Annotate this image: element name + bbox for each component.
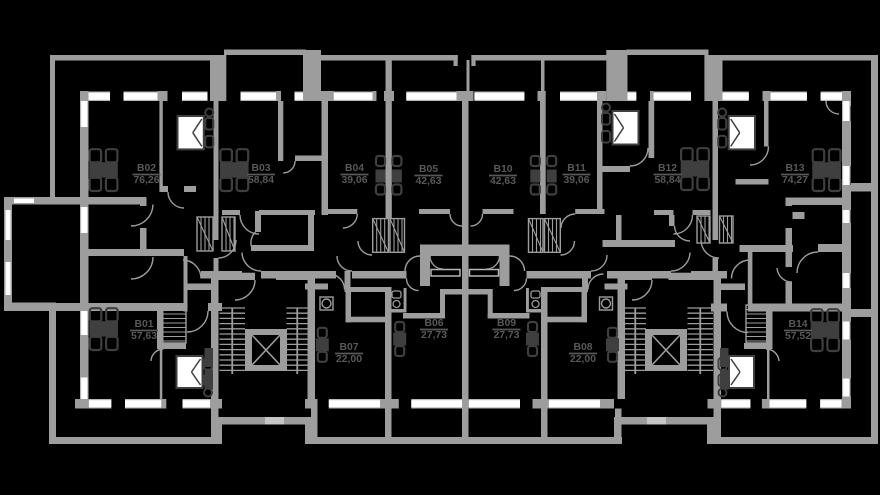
svg-text:B14: B14 [788, 319, 807, 330]
svg-text:74,27: 74,27 [782, 175, 808, 186]
svg-text:B03: B03 [251, 163, 270, 174]
svg-text:B09: B09 [497, 318, 516, 329]
svg-text:27,73: 27,73 [421, 330, 447, 341]
svg-text:B05: B05 [419, 164, 438, 175]
svg-text:39,06: 39,06 [563, 175, 589, 186]
svg-text:42,63: 42,63 [490, 176, 516, 187]
svg-text:B06: B06 [424, 318, 443, 329]
svg-text:58,84: 58,84 [248, 175, 274, 186]
svg-text:B10: B10 [493, 164, 512, 175]
svg-text:39,06: 39,06 [341, 175, 367, 186]
svg-text:22,00: 22,00 [570, 354, 596, 365]
svg-text:22,00: 22,00 [336, 354, 362, 365]
svg-text:B11: B11 [567, 163, 586, 174]
svg-text:76,26: 76,26 [133, 175, 159, 186]
svg-text:B04: B04 [345, 163, 364, 174]
svg-text:27,73: 27,73 [493, 330, 519, 341]
svg-text:42,63: 42,63 [415, 176, 441, 187]
svg-text:57,63: 57,63 [131, 331, 157, 342]
svg-text:B01: B01 [134, 319, 153, 330]
svg-text:B13: B13 [785, 163, 804, 174]
svg-text:B02: B02 [137, 163, 156, 174]
svg-text:B12: B12 [658, 163, 677, 174]
svg-text:B07: B07 [339, 342, 358, 353]
svg-text:B08: B08 [573, 342, 592, 353]
svg-text:57,52: 57,52 [785, 331, 811, 342]
svg-text:58,84: 58,84 [654, 175, 680, 186]
